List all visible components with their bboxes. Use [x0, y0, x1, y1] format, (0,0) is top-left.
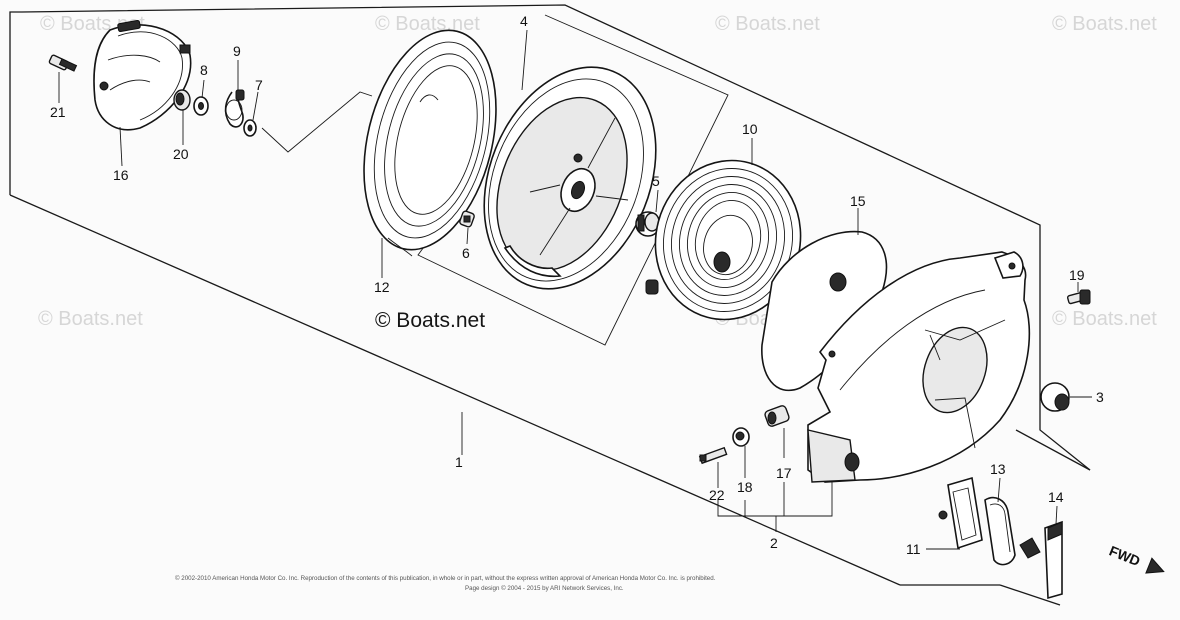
watermark: © Boats.net — [38, 308, 143, 330]
callout-7: 7 — [255, 77, 263, 93]
callout-20: 20 — [173, 146, 189, 162]
leader-lines — [58, 29, 1092, 550]
watermark: © Boats.net — [375, 13, 480, 35]
collar-18 — [732, 427, 750, 447]
callout-21: 21 — [50, 104, 66, 120]
watermark: © Boats.net — [1052, 13, 1157, 35]
spring-clip-9 — [224, 89, 245, 128]
reel-4 — [483, 66, 657, 290]
assembly-outline — [9, 4, 1091, 606]
callout-19: 19 — [1069, 267, 1085, 283]
callout-18: 18 — [737, 479, 753, 495]
callout-numbers: 1 2 3 4 5 6 7 8 9 10 11 12 13 14 15 16 1… — [50, 13, 1104, 557]
callout-12: 12 — [374, 279, 390, 295]
watermark: © Boats.net — [715, 13, 820, 35]
cover-16 — [93, 19, 192, 131]
insert-13 — [984, 496, 1041, 566]
fwd-label: FWD — [1107, 542, 1143, 569]
callout-9: 9 — [233, 43, 241, 59]
callout-3: 3 — [1096, 389, 1104, 405]
callout-16: 16 — [113, 167, 129, 183]
callout-13: 13 — [990, 461, 1006, 477]
footer-page-design: Page design © 2004 - 2015 by ARI Network… — [465, 585, 624, 592]
arrow-right-icon — [1145, 557, 1165, 574]
callout-17: 17 — [776, 465, 792, 481]
washer-8 — [193, 96, 209, 116]
callout-11: 11 — [906, 541, 921, 557]
watermark: © Boats.net — [1052, 308, 1157, 330]
grommet-3 — [1040, 382, 1070, 412]
collar-20 — [173, 89, 191, 111]
copyright-text: © Boats.net — [375, 309, 485, 332]
rope-12 — [363, 29, 497, 257]
callout-1: 1 — [455, 454, 463, 470]
callout-5: 5 — [652, 173, 660, 189]
bolt-21 — [48, 54, 78, 72]
callout-4: 4 — [520, 13, 528, 29]
callout-8: 8 — [200, 62, 208, 78]
case-1 — [807, 251, 1031, 483]
callout-14: 14 — [1048, 489, 1064, 505]
callout-2: 2 — [770, 535, 778, 551]
callout-6: 6 — [462, 245, 470, 261]
pin-22 — [698, 446, 728, 465]
cover-14 — [1044, 520, 1063, 600]
callout-15: 15 — [850, 193, 866, 209]
pawl-6 — [459, 210, 475, 228]
callout-10: 10 — [742, 121, 758, 137]
handle-11 — [938, 476, 983, 550]
footer-copyright: © 2002-2010 American Honda Motor Co. Inc… — [175, 575, 716, 582]
bush-17 — [764, 405, 790, 427]
fwd-arrow: FWD — [1107, 542, 1165, 574]
callout-22: 22 — [709, 487, 725, 503]
washer-7 — [243, 119, 257, 137]
return-spring-10 — [645, 159, 802, 321]
bolt-19 — [1066, 289, 1091, 305]
